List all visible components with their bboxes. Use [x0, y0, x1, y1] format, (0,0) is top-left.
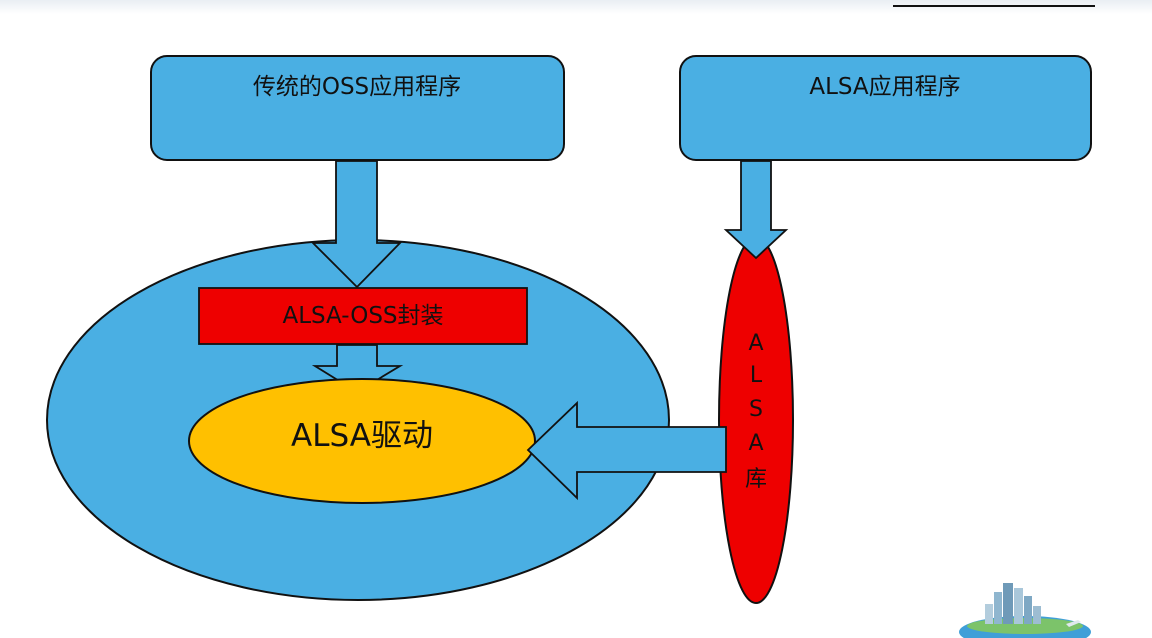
library-char-4: A	[748, 431, 763, 456]
alsa-oss-wrapper-box	[198, 287, 528, 345]
oss-app-to-wrapper-arrow	[310, 160, 403, 289]
oss-app-label: 传统的OSS应用程序	[253, 74, 461, 100]
city-globe-logo-icon	[959, 583, 1091, 638]
alsa-app-box	[679, 55, 1092, 161]
alsa-app-label: ALSA应用程序	[809, 74, 960, 100]
alsa-oss-wrapper-label: ALSA-OSS封装	[282, 303, 443, 329]
alsa-driver-ellipse	[188, 378, 536, 504]
library-char-1: A	[748, 331, 763, 356]
slide-top-band	[0, 0, 1152, 14]
alsa-app-to-library-arrow	[723, 160, 789, 260]
oss-app-box	[150, 55, 565, 161]
alsa-driver-label: ALSA驱动	[291, 418, 433, 454]
library-char-2: L	[750, 363, 763, 388]
library-to-driver-arrow	[526, 400, 727, 501]
header-rule	[893, 5, 1095, 7]
library-char-3: S	[749, 397, 763, 422]
library-char-5: 库	[745, 467, 767, 492]
